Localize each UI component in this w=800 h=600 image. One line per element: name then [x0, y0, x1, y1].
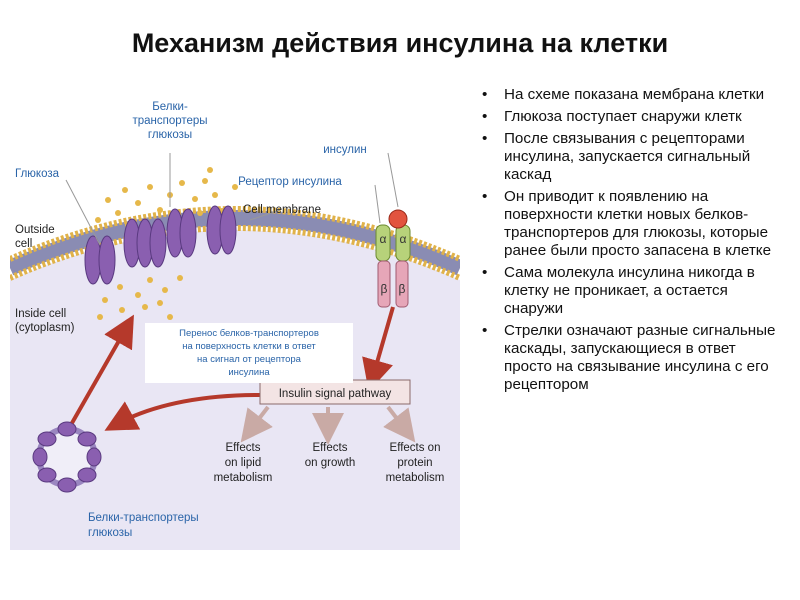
effect-protein-2: protein [397, 457, 432, 469]
effect-growth-2: on growth [305, 457, 356, 469]
arrow-receptor-to-pathway [362, 306, 395, 392]
label-insulin: инсулин [323, 144, 367, 156]
transporter-vesicle [32, 421, 102, 493]
effect-lipid-1: Effects [226, 442, 261, 454]
bullet-marker: • [482, 264, 488, 281]
insulin-mechanism-diagram: α α β β Insulin signal pathway Перенос б… [6, 95, 464, 550]
receptor-alpha-right: α [400, 232, 407, 246]
bullet-marker: • [482, 130, 488, 147]
bullet-text: Сама молекула инсулина никогда в клетку … [504, 264, 755, 317]
bullet-marker: • [482, 86, 488, 103]
effect-growth-1: Effects [313, 442, 348, 454]
bullet-text: На схеме показана мембрана клетки [504, 86, 765, 103]
glucose-inside [97, 275, 183, 328]
transfer-note-box [145, 323, 353, 383]
bullet-text: Он приводит к появлению на поверхности к… [504, 188, 772, 259]
bullet-marker: • [482, 108, 488, 125]
arrow-to-protein [383, 405, 416, 443]
bullet-marker: • [482, 322, 488, 339]
label-outside-cell-1: Outside [15, 224, 55, 236]
arrow-vesicle-to-membrane [70, 314, 134, 424]
receptor-beta-left: β [381, 282, 388, 296]
bullet-list: • На схеме показана мембрана клетки • Глюк… [480, 86, 785, 398]
slide-title: Механизм действия инсулина на клетки [131, 28, 669, 58]
transfer-note-line-4: инсулина [228, 367, 270, 378]
effect-protein-3: metabolism [386, 472, 445, 484]
pathway-label: Insulin signal pathway [279, 388, 392, 400]
bullet-item: • Стрелки означают разные сигнальные каск… [480, 322, 785, 394]
label-receptor: Рецептор инсулина [238, 176, 342, 188]
label-transporters-bottom-2: глюкозы [88, 527, 132, 539]
bullet-text: Стрелки означают разные сигнальные каска… [504, 322, 776, 393]
receptor-alpha-left: α [380, 232, 387, 246]
label-glucose: Глюкоза [15, 168, 60, 180]
label-outside-cell-2: cell [15, 238, 32, 250]
bullet-text: Глюкоза поступает снаружи клетк [504, 108, 742, 125]
bullet-item: • Сама молекула инсулина никогда в клетку… [480, 264, 785, 318]
arrow-to-lipid [240, 405, 273, 443]
bullet-marker: • [482, 188, 488, 205]
label-transporters-top-1: Белки- [152, 101, 188, 113]
label-cell-membrane: Cell membrane [243, 204, 321, 216]
label-transporters-bottom-1: Белки-транспортеры [88, 512, 199, 524]
effect-lipid-2: on lipid [225, 457, 261, 469]
transfer-note-line-2: на поверхность клетки в ответ [182, 341, 316, 352]
arrow-pathway-to-vesicle [104, 393, 261, 431]
bullet-item: • Глюкоза поступает снаружи клетк [480, 108, 785, 126]
membrane-transporters [84, 205, 237, 285]
label-inside-cell-2: (cytoplasm) [15, 322, 75, 334]
label-transporters-top-3: глюкозы [148, 129, 192, 141]
transfer-note-line-3: на сигнал от рецептора [197, 354, 302, 365]
membrane-outer-heads [8, 206, 462, 262]
bullet-text: После связывания с рецепторами инсулина,… [504, 130, 751, 183]
bullet-item: • После связывания с рецепторами инсулина… [480, 130, 785, 184]
label-transporters-top-2: транспортеры [132, 115, 207, 127]
effect-lipid-3: metabolism [214, 472, 273, 484]
bullet-item: • На схеме показана мембрана клетки [480, 86, 785, 104]
insulin-receptor: α α β β [375, 209, 411, 308]
bullet-item: • Он приводит к появлению на поверхности … [480, 188, 785, 260]
insulin-molecule [388, 209, 408, 229]
receptor-beta-right: β [399, 282, 406, 296]
transfer-note-line-1: Перенос белков-транспортеров [179, 328, 319, 339]
glucose-molecules [95, 167, 238, 228]
effect-protein-1: Effects on [390, 442, 441, 454]
leader-lines [65, 152, 399, 246]
label-inside-cell-1: Inside cell [15, 308, 66, 320]
